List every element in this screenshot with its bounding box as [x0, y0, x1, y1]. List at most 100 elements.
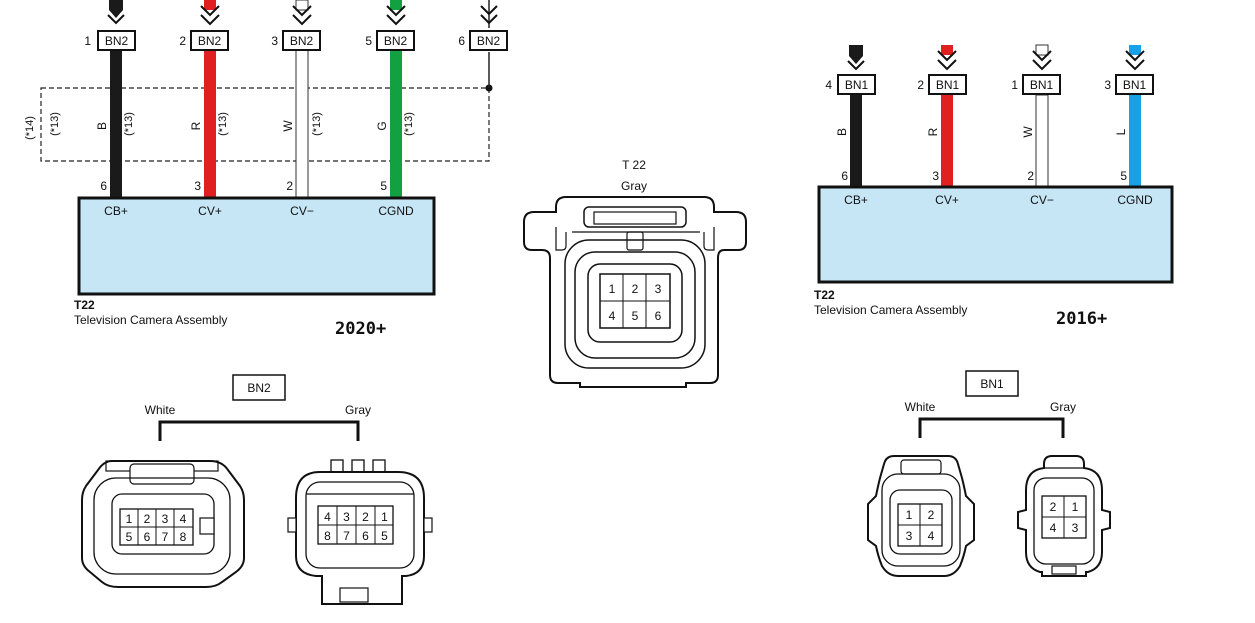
bn-label: BN2 [198, 34, 222, 48]
pin-label: 6 [144, 530, 151, 544]
signal-label: CV− [290, 204, 314, 218]
bn-pin-number: 4 [825, 78, 832, 92]
wire-color-code: W [281, 120, 295, 132]
right-schematic-2016: BN1 4 BN1 2 BN1 1 BN1 3 B R W L 6 3 2 5 … [814, 44, 1174, 329]
pin-label: 2 [632, 282, 639, 296]
pin-label: 4 [324, 510, 331, 524]
left-bn-box-1: BN2 1 [84, 30, 136, 51]
gray-label: Gray [345, 403, 371, 417]
version-label: 2020+ [335, 319, 386, 339]
t22-connector-face: T 22 Gray 1 2 3 4 5 6 [523, 158, 747, 388]
t22-pin-number: 3 [932, 169, 939, 183]
pin-label: 6 [655, 309, 662, 323]
bn-pin-number: 1 [84, 34, 91, 48]
left-wire-w [292, 0, 312, 199]
bn-pin-number: 1 [1011, 78, 1018, 92]
bn1-gray-connector: 2 1 4 3 [1017, 455, 1111, 577]
left-bn-box-3: BN2 3 [271, 30, 321, 51]
assembly-name: Television Camera Assembly [74, 313, 227, 327]
right-wire-r [937, 45, 957, 187]
pin-label: 4 [180, 512, 187, 526]
pin-label: 3 [162, 512, 169, 526]
pin-label: 6 [362, 529, 369, 543]
pin-label: 8 [324, 529, 331, 543]
left-bn-box-6: BN2 6 [458, 30, 508, 51]
wire-color-code: R [189, 121, 203, 130]
t22-pin-number: 2 [1027, 169, 1034, 183]
white-label: White [905, 400, 936, 414]
connector-title: BN2 [247, 381, 271, 395]
wire-color-code: B [95, 122, 109, 130]
wire-color-code: W [1021, 126, 1035, 138]
bn-pin-number: 5 [365, 34, 372, 48]
signal-label: CGND [1117, 193, 1153, 207]
pin-label: 5 [632, 309, 639, 323]
pin-label: 3 [906, 529, 913, 543]
pin-label: 7 [343, 529, 350, 543]
shield-box [40, 87, 490, 162]
bn-pin-number: 6 [458, 34, 465, 48]
right-wire-l [1125, 45, 1145, 187]
pin-label: 1 [381, 510, 388, 524]
signal-label: CGND [378, 204, 414, 218]
t22-pin-number: 6 [841, 169, 848, 183]
connector-title: BN1 [980, 377, 1004, 391]
bn-label: BN1 [845, 78, 869, 92]
wire-color-code: R [926, 127, 940, 136]
t22-pin-number: 3 [194, 179, 201, 193]
note-label: (*13) [217, 112, 229, 136]
pin-label: 2 [928, 508, 935, 522]
connector-id: T22 [814, 288, 835, 302]
pin-label: 4 [928, 529, 935, 543]
signal-label: CB+ [844, 193, 868, 207]
left-bn-box-5: BN2 5 [365, 30, 415, 51]
note-label: (*14) [24, 116, 36, 140]
left-schematic-2020: BN2 1 BN2 2 BN2 3 BN2 5 BN2 6 (*14) (*13… [24, 0, 508, 339]
camera-assembly-box [817, 185, 1174, 284]
pin-label: 3 [1072, 521, 1079, 535]
pin-label: 4 [609, 309, 616, 323]
right-bn-box-4: BN1 4 [825, 74, 876, 95]
connector-id: T22 [74, 298, 95, 312]
left-wire-r [200, 0, 220, 198]
connector-title: T 22 [622, 158, 646, 172]
note-label: (*13) [311, 112, 323, 136]
bn-label: BN1 [1030, 78, 1054, 92]
pin-label: 3 [655, 282, 662, 296]
pin-label: 5 [381, 529, 388, 543]
gray-label: Gray [1050, 400, 1076, 414]
signal-label: CV+ [198, 204, 222, 218]
t22-pin-number: 6 [100, 179, 107, 193]
signal-label: CV+ [935, 193, 959, 207]
right-bn-box-3: BN1 3 [1104, 74, 1154, 95]
pin-label: 1 [1072, 500, 1079, 514]
wire-color-code: L [1114, 128, 1128, 135]
pin-label: 1 [906, 508, 913, 522]
left-bn-box-2: BN2 2 [179, 30, 229, 51]
t22-pin-number: 5 [380, 179, 387, 193]
pin-label: 8 [180, 530, 187, 544]
bn2-white-connector: 1 2 3 4 5 6 7 8 [81, 460, 245, 588]
pin-label: 2 [1050, 500, 1057, 514]
note-label: (*13) [123, 112, 135, 136]
assembly-name: Television Camera Assembly [814, 303, 967, 317]
pin-label: 4 [1050, 521, 1057, 535]
bn-label: BN1 [936, 78, 960, 92]
pin-label: 5 [126, 530, 133, 544]
pin-label: 3 [343, 510, 350, 524]
left-wire-g [386, 0, 406, 198]
note-label: (*13) [49, 112, 61, 136]
signal-label: CB+ [104, 204, 128, 218]
wire-color-code: G [375, 121, 389, 130]
pin-label: 7 [162, 530, 169, 544]
connector-color-label: Gray [621, 179, 647, 193]
t22-pin-number: 2 [286, 179, 293, 193]
bn1-white-connector: 1 2 3 4 [867, 455, 975, 577]
right-wire-b [847, 45, 865, 187]
pin-label: 2 [144, 512, 151, 526]
bn-pin-number: 3 [271, 34, 278, 48]
bn1-connector-group: BN1 White Gray 1 2 3 4 2 1 [867, 370, 1111, 577]
bn-label: BN2 [105, 34, 129, 48]
left-wire-shield [480, 0, 498, 88]
left-wire-b [107, 0, 125, 198]
